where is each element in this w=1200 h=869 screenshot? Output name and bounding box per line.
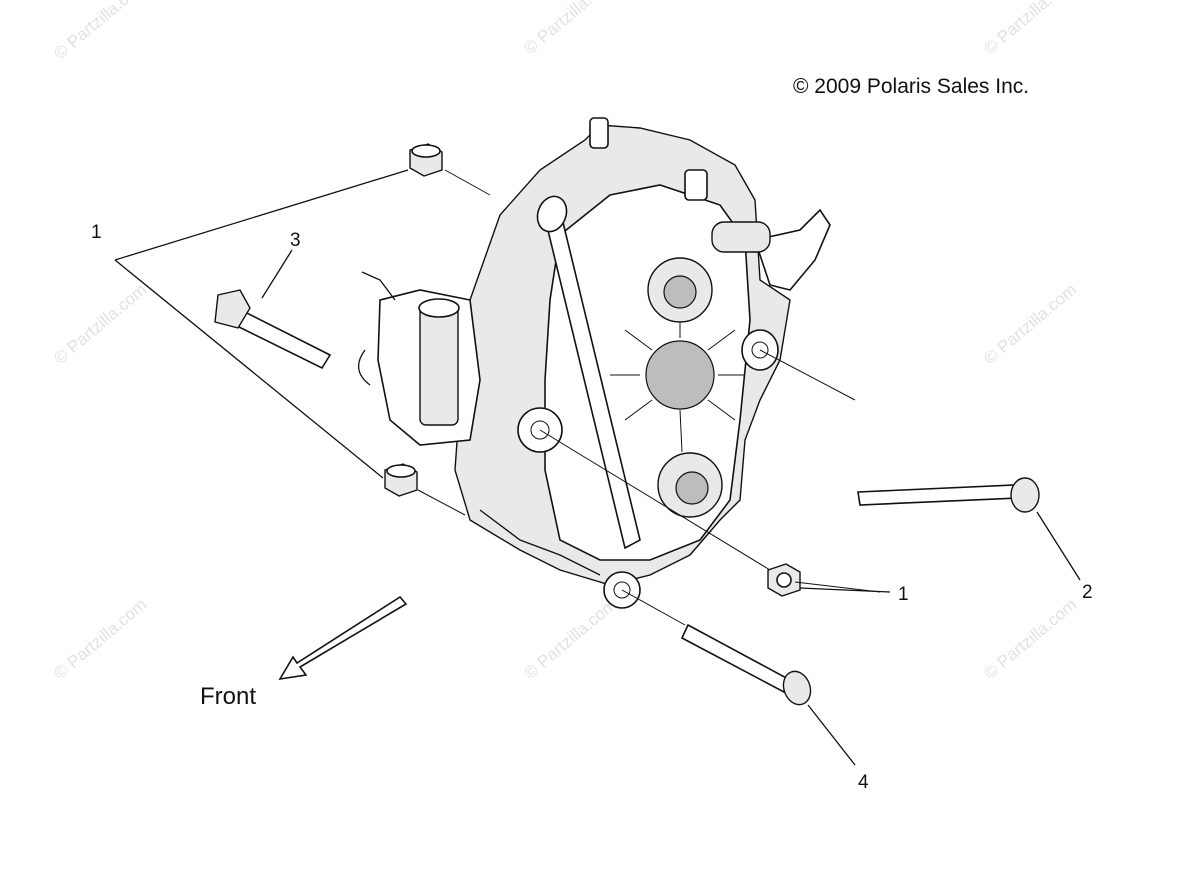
leader-1b [114,259,384,479]
watermark-5: © Partzilla.com [980,280,1080,368]
bolt-right [857,477,1040,513]
installation-lines [417,169,881,626]
leader-1a [114,169,409,261]
front-arrow [278,595,408,681]
callout-bolt-bottom: 4 [858,772,869,793]
leader-1c [799,587,891,593]
copyright-text: © 2009 Polaris Sales Inc. [793,75,1029,98]
watermark-1: © Partzilla.com [50,0,150,63]
bolt-top-left [214,289,332,370]
watermark-8: © Partzilla.com [980,595,1080,683]
spline-upper [663,275,697,309]
nut-top-left [409,143,443,177]
actuator-port-top [418,298,460,318]
shift-lever [753,208,831,291]
top-fitting [684,169,708,201]
callout-bolt-right: 2 [1082,582,1093,603]
callout-bolt-top-left: 3 [290,230,301,251]
leader-lines [114,169,1081,766]
bolt-right-head [1010,477,1040,513]
mount-ear-bottom-hole [613,581,631,599]
center-boss [645,340,715,410]
nut-right [767,563,801,597]
watermark-2: © Partzilla.com [520,0,620,58]
lever-pivot [711,221,771,253]
cover-ribs [610,322,745,453]
lower-lip [479,509,601,576]
callout-nut-top-left: 1 [91,222,102,243]
front-label: Front [200,683,256,710]
bolt-bottom-head [782,670,812,706]
watermark-4: © Partzilla.com [50,280,150,368]
nut-lower-left [384,463,418,497]
callout-nut-bottom-right: 1 [898,584,909,605]
bolt-bottom [680,623,812,706]
gearcase-assembly [358,117,831,609]
leader-4 [807,704,856,766]
watermark-7: © Partzilla.com [520,595,620,683]
wire-loop [358,349,371,386]
dipstick-ring [536,195,568,233]
breather-fitting [361,271,396,301]
leader-3 [261,249,293,299]
watermark-6: © Partzilla.com [50,595,150,683]
spline-lower [675,471,709,505]
watermark-3: © Partzilla.com [980,0,1080,58]
mount-ear-upper-hole [751,341,769,359]
mount-ear-lower-left-hole [530,420,550,440]
leader-2 [1036,511,1081,581]
top-vent-stem [589,117,609,149]
actuator-port [419,304,459,426]
